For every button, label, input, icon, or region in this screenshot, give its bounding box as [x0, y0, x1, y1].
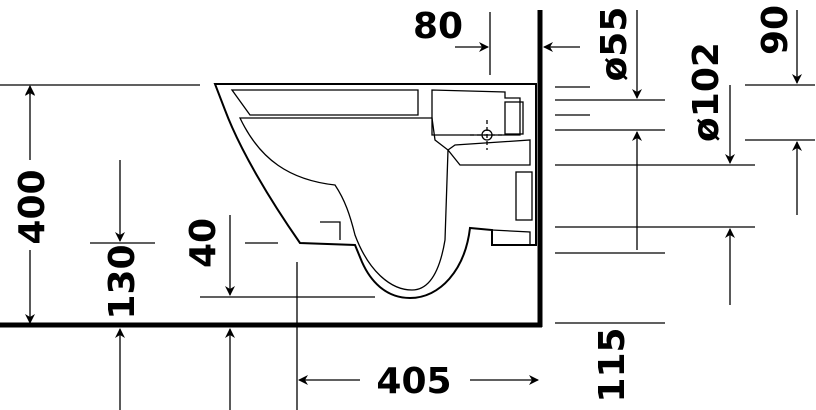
- label-405: 405: [376, 361, 451, 402]
- label-115: 115: [592, 327, 633, 402]
- dimension-90: 90: [745, 5, 815, 215]
- label-40: 40: [183, 218, 224, 268]
- dimension-diameter-55: ø55: [555, 7, 665, 250]
- toilet-outline: [213, 83, 537, 300]
- dimension-130: 130: [90, 160, 155, 410]
- dimension-400: 400: [0, 84, 200, 324]
- dimension-405: 405: [296, 262, 539, 410]
- dimension-diameter-102: ø102: [555, 42, 755, 305]
- label-400: 400: [12, 169, 53, 244]
- dimension-80: 80: [413, 6, 580, 75]
- dimension-40: 40: [183, 215, 375, 410]
- dimension-115: 115: [555, 252, 665, 403]
- label-diameter-55: ø55: [594, 7, 635, 82]
- label-diameter-102: ø102: [686, 42, 727, 142]
- label-130: 130: [102, 244, 143, 319]
- label-90: 90: [755, 5, 796, 55]
- label-80: 80: [413, 6, 463, 47]
